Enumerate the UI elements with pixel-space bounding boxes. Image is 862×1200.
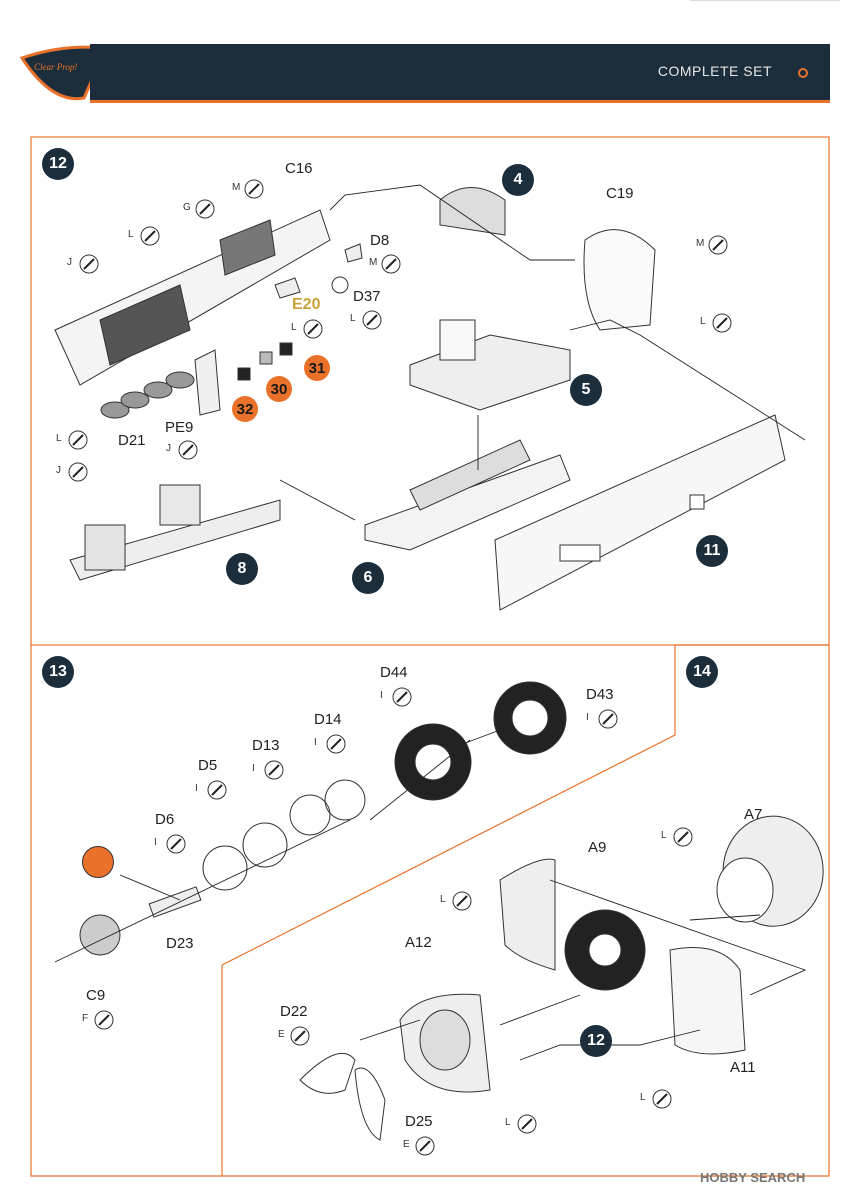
- header-dot-icon: [798, 68, 808, 78]
- part-pe9-label: PE9: [165, 419, 194, 436]
- paint-i-d43-icon: I: [586, 708, 619, 730]
- paint-i-d44-icon: I: [380, 686, 413, 708]
- subassembly-4-badge: 4: [502, 164, 534, 196]
- paint-i-d5-icon: I: [195, 779, 228, 801]
- paint-i-d13-icon: I: [252, 759, 285, 781]
- subassembly-8-badge: 8: [226, 553, 258, 585]
- ref-31-badge: 31: [304, 355, 330, 381]
- paint-l-a9-icon: L: [440, 890, 473, 912]
- top-rule: [690, 0, 840, 1]
- part-d6-label: D6: [155, 811, 175, 828]
- part-d5-label: D5: [198, 757, 218, 774]
- subassembly-11-badge: 11: [696, 535, 728, 567]
- paint-l-icon: L: [128, 225, 161, 247]
- paint-f-c9-icon: F: [82, 1009, 115, 1031]
- paint-m-icon: M: [232, 178, 265, 200]
- paint-e-d22-icon: E: [278, 1025, 311, 1047]
- part-c16-label: C16: [285, 160, 313, 177]
- part-d43-label: D43: [586, 686, 614, 703]
- part-e20-label: E20: [292, 296, 321, 313]
- subassembly-5-badge: 5: [570, 374, 602, 406]
- part-d22-label: D22: [280, 1003, 308, 1020]
- paint-i-d6-icon: I: [154, 833, 187, 855]
- paint-e-d25-icon: E: [403, 1135, 436, 1157]
- paint-l-a7-icon: L: [661, 826, 694, 848]
- subassembly-6-badge: 6: [352, 562, 384, 594]
- header-bar: COMPLETE SET: [90, 44, 830, 103]
- part-a11-label: A11: [730, 1059, 756, 1076]
- paint-g-icon: G: [183, 198, 216, 220]
- paint-l-e20-icon: L: [291, 318, 324, 340]
- part-a9-label: A9: [588, 839, 607, 856]
- paint-l-d37-icon: L: [350, 309, 383, 331]
- paint-m-d8-icon: M: [369, 253, 402, 275]
- paint-l-d21-icon: L: [56, 429, 89, 451]
- watermark: HOBBY SEARCH: [700, 1170, 806, 1185]
- paint-m-c19-icon: M: [696, 234, 729, 256]
- step-14-badge: 14: [686, 656, 718, 688]
- part-c19-label: C19: [606, 185, 634, 202]
- part-d25-label: D25: [405, 1113, 433, 1130]
- part-d13-label: D13: [252, 737, 280, 754]
- part-a12-label: A12: [405, 934, 432, 951]
- paint-j-d21-icon: J: [56, 461, 89, 483]
- paint-j-pe9-icon: J: [166, 439, 199, 461]
- part-d23-label: D23: [166, 935, 194, 952]
- part-d37-label: D37: [353, 288, 381, 305]
- prop-hub-paint-icon: [82, 846, 114, 878]
- paint-l-a11-icon: L: [640, 1088, 673, 1110]
- part-c9-label: C9: [86, 987, 106, 1004]
- ref-32-badge: 32: [232, 396, 258, 422]
- part-d8-label: D8: [370, 232, 390, 249]
- svg-text:Clear Prop!: Clear Prop!: [34, 62, 77, 72]
- header-title: COMPLETE SET: [657, 63, 772, 79]
- paint-l-a12-icon: L: [505, 1113, 538, 1135]
- paint-l-c19-icon: L: [700, 312, 733, 334]
- subassembly-12-badge: 12: [580, 1025, 612, 1057]
- step-12-badge: 12: [42, 148, 74, 180]
- part-d21-label: D21: [118, 432, 146, 449]
- part-a7-label: A7: [744, 806, 763, 823]
- ref-30-badge: 30: [266, 376, 292, 402]
- paint-i-d14-icon: I: [314, 733, 347, 755]
- paint-j-icon: J: [67, 253, 100, 275]
- step-13-badge: 13: [42, 656, 74, 688]
- part-d44-label: D44: [380, 664, 408, 681]
- part-d14-label: D14: [314, 711, 342, 728]
